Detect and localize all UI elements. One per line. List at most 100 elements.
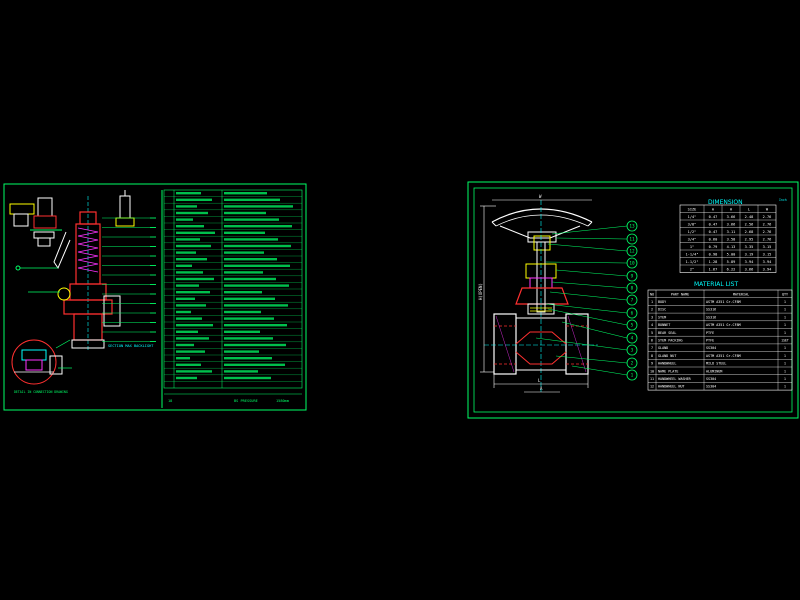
material-table-cell: BONNET bbox=[658, 323, 670, 327]
balloon-leader bbox=[555, 269, 628, 277]
balloon-number: 6 bbox=[631, 311, 634, 317]
dimension-table-header: A bbox=[712, 207, 715, 211]
material-table-cell: DISC bbox=[658, 308, 666, 312]
dimension-table-cell: 2.76 bbox=[763, 230, 772, 234]
spec-table-text-mark bbox=[224, 218, 279, 221]
material-table-cell: 1 bbox=[784, 362, 786, 366]
dimension-table-cell: 3.66 bbox=[727, 222, 736, 226]
material-table-cell: ASTM A351 Gr.CF8M bbox=[706, 323, 741, 327]
dimension-table-cell: 0.98 bbox=[709, 252, 718, 256]
balloon-number: 12 bbox=[629, 249, 635, 255]
balloon-circle bbox=[626, 307, 638, 319]
balloon-leader bbox=[555, 355, 628, 364]
balloon-number: 4 bbox=[631, 336, 634, 342]
material-table-cell: NAME PLATE bbox=[658, 369, 678, 373]
dimension-table-cell: 5.00 bbox=[727, 252, 736, 256]
balloon-circle bbox=[626, 319, 638, 331]
dimension-table-header: H bbox=[730, 207, 732, 211]
material-table-cell: 1 bbox=[784, 385, 786, 389]
dimension-table-header: SIZE bbox=[688, 207, 697, 211]
material-table-cell: PTFE bbox=[706, 331, 714, 335]
material-table-cell: SS304 bbox=[706, 377, 716, 381]
spec-table-text-mark bbox=[176, 218, 193, 221]
dimension-table-cell: 6.22 bbox=[727, 267, 736, 271]
material-table-cell: 12 bbox=[650, 385, 654, 389]
material-table-cell: 1 bbox=[784, 369, 786, 373]
material-table-cell: 11 bbox=[650, 377, 654, 381]
dimension-table-cell: 3.11 bbox=[727, 230, 736, 234]
spec-table-text-mark bbox=[224, 271, 263, 274]
dimension-table-cell: 2.56 bbox=[745, 222, 754, 226]
material-table-header: PART NAME bbox=[671, 292, 689, 296]
material-table-cell: MILD STEEL bbox=[706, 362, 726, 366]
spec-table-text-mark bbox=[224, 264, 290, 267]
spec-table-text-mark bbox=[224, 238, 278, 241]
material-table-cell: 1 bbox=[784, 308, 786, 312]
dimension-table-cell: 3.66 bbox=[727, 215, 736, 219]
spec-table-text-mark bbox=[176, 337, 209, 340]
material-table-cell: SS304 bbox=[706, 385, 716, 389]
left-sheet-border bbox=[3, 183, 307, 411]
balloon-circle bbox=[626, 270, 638, 282]
right-sheet-outer-border bbox=[467, 181, 799, 419]
material-table-cell: GLAND bbox=[658, 346, 668, 350]
spec-table-text-mark bbox=[224, 277, 276, 281]
dimension-table-cell: 4.13 bbox=[727, 245, 736, 249]
material-table-cell: 5 bbox=[651, 331, 653, 335]
material-table-cell: 1 bbox=[784, 377, 786, 381]
dimension-table-cell: 3.35 bbox=[745, 245, 754, 249]
spec-table-text-mark bbox=[224, 310, 261, 314]
spec-table-text-mark bbox=[176, 317, 202, 320]
dimension-table-cell: 0.47 bbox=[709, 230, 718, 234]
spec-table-text-mark bbox=[176, 244, 211, 248]
spec-table-text-mark bbox=[176, 258, 207, 261]
material-table-cell: SS304 bbox=[706, 346, 716, 350]
globe-valve-body bbox=[484, 313, 598, 375]
spec-table-text-mark bbox=[176, 205, 197, 208]
balloon-number: 7 bbox=[631, 298, 634, 304]
dimension-table-title: DIMENSION bbox=[708, 199, 743, 206]
material-table-cell: 1 bbox=[784, 300, 786, 304]
dimension-table-cell: 0.47 bbox=[709, 222, 718, 226]
balloon-circle bbox=[626, 245, 638, 257]
material-table-cell: ASTM A351 Gr.CF8M bbox=[706, 300, 741, 304]
balloon-number: 8 bbox=[631, 286, 634, 292]
spec-table-text-mark bbox=[224, 244, 291, 248]
spec-table-text-mark bbox=[224, 343, 286, 347]
material-table-cell: 4 bbox=[651, 323, 653, 327]
balloon-leader bbox=[549, 291, 628, 301]
spec-table-text-mark bbox=[176, 363, 201, 366]
material-table-cell: 1 bbox=[784, 323, 786, 327]
material-table-header: QTY bbox=[782, 292, 788, 296]
material-table-cell: 1 bbox=[784, 354, 786, 358]
dimension-table-cell: 3/8" bbox=[688, 222, 697, 226]
material-table-cell: HANDWHEEL WASHER bbox=[658, 377, 692, 381]
material-table-cell: 7 bbox=[651, 346, 653, 350]
spec-table-text-mark bbox=[224, 205, 293, 208]
spec-table-text-mark bbox=[224, 258, 277, 261]
spec-table-text-mark bbox=[224, 350, 259, 353]
balloon-number: 11 bbox=[629, 237, 635, 243]
material-table-cell: 9 bbox=[651, 362, 653, 366]
balloon-circle bbox=[626, 257, 638, 269]
spec-table-text-mark bbox=[176, 304, 206, 307]
spec-table-text-mark bbox=[224, 330, 260, 333]
balloon-leader bbox=[555, 237, 628, 240]
spec-table-text-mark bbox=[224, 225, 292, 228]
balloon-circle bbox=[626, 344, 638, 356]
spec-table-text-mark bbox=[176, 231, 215, 234]
spec-table-text-mark bbox=[176, 291, 210, 294]
enlarged-detail-circle bbox=[11, 339, 72, 385]
left-drawing-sheet[interactable]: SECTION MAX BACKLIGHT DETAIL IN CONNECTI… bbox=[3, 183, 307, 411]
spec-table-text-mark bbox=[224, 324, 287, 327]
balloon-number: 13 bbox=[629, 224, 635, 230]
dim-height-label: H(OPEN) bbox=[478, 283, 483, 300]
material-table-cell: 10 bbox=[650, 369, 654, 373]
material-table-cell: 1 bbox=[651, 300, 653, 304]
spec-table-text-mark bbox=[176, 211, 208, 215]
spec-table-text-mark bbox=[176, 376, 197, 380]
